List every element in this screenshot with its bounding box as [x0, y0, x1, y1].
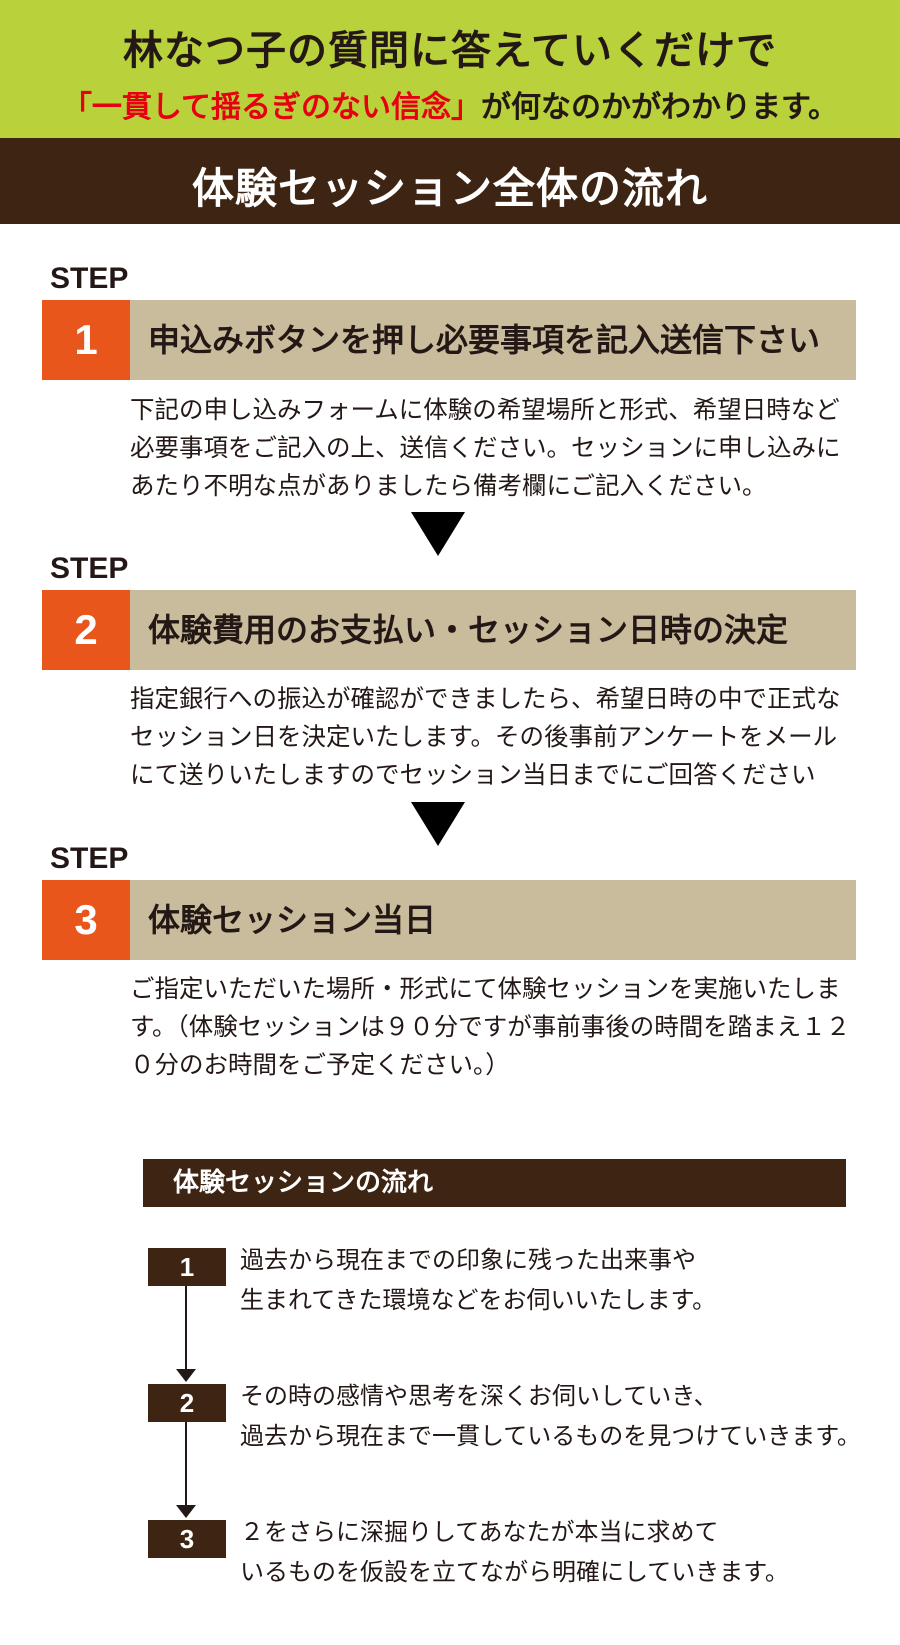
flow-step-text-2: その時の感情や思考を深くお伺いしていき、 過去から現在まで一貫しているものを見つ…: [240, 1376, 861, 1456]
flow-step-number-1: 1: [148, 1248, 226, 1286]
arrow-down-icon: [176, 1369, 196, 1382]
flow-step-text-3: ２をさらに深掘りしてあなたが本当に求めて いるものを仮設を立てながら明確にしてい…: [240, 1512, 860, 1592]
subheadline-emphasis: 「一貫して揺るぎのない信念」: [61, 90, 482, 125]
step-header-2: 体験費用のお支払い・セッション日時の決定: [130, 590, 856, 670]
step-header-1: 申込みボタンを押し必要事項を記入送信下さい: [130, 300, 856, 380]
step-number-1: 1: [42, 300, 130, 380]
step-description-1: 下記の申し込みフォームに体験の希望場所と形式、希望日時など必要事項をご記入の上、…: [130, 395, 841, 500]
down-arrow-icon: [411, 512, 465, 556]
step-header-3: 体験セッション当日: [130, 880, 856, 960]
session-flow-header: 体験セッションの流れ: [143, 1159, 846, 1207]
step-number-2: 2: [42, 590, 130, 670]
step-description-2: 指定銀行への振込が確認ができましたら、希望日時の中で正式なセッション日を決定いた…: [130, 684, 841, 789]
down-arrow-icon: [411, 802, 465, 846]
flow-step-line: その時の感情や思考を深くお伺いしていき、: [240, 1382, 718, 1410]
flow-step-line: いるものを仮設を立てながら明確にしていきます。: [240, 1558, 789, 1586]
session-flow-title: 体験セッションの流れ: [173, 1168, 434, 1198]
section-title: 体験セッション全体の流れ: [191, 164, 708, 213]
step-description-3: ご指定いただいた場所・形式にて体験セッションを実施いたします。（体験セッションは…: [130, 974, 851, 1079]
section-title-bar: 体験セッション全体の流れ: [0, 138, 900, 224]
flow-step-text-1: 過去から現在までの印象に残った出来事や 生まれてきた環境などをお伺いいたします。: [240, 1240, 860, 1320]
subheadline: 「一貫して揺るぎのない信念」が何なのかがわかります。: [0, 82, 900, 126]
flow-step-number-2: 2: [148, 1384, 226, 1422]
top-banner: 林なつ子の質問に答えていくだけで 「一貫して揺るぎのない信念」が何なのかがわかり…: [0, 0, 900, 138]
flow-step-line: 過去から現在までの印象に残った出来事や: [240, 1246, 696, 1274]
step-title-1: 申込みボタンを押し必要事項を記入送信下さい: [148, 321, 821, 359]
arrow-down-icon: [176, 1505, 196, 1518]
step-title-3: 体験セッション当日: [148, 901, 437, 939]
step-label-1: STEP: [50, 262, 129, 295]
subheadline-rest: が何なのかがわかります。: [481, 90, 839, 125]
flow-connector: [185, 1422, 187, 1506]
step-label-3: STEP: [50, 842, 129, 875]
step-title-2: 体験費用のお支払い・セッション日時の決定: [148, 611, 789, 649]
flow-step-line: ２をさらに深掘りしてあなたが本当に求めて: [240, 1518, 719, 1546]
flow-step-number-3: 3: [148, 1520, 226, 1558]
headline: 林なつ子の質問に答えていくだけで: [123, 28, 777, 74]
flow-connector: [185, 1286, 187, 1370]
step-number-3: 3: [42, 880, 130, 960]
step-label-2: STEP: [50, 552, 129, 585]
flow-step-line: 過去から現在まで一貫しているものを見つけていきます。: [240, 1422, 861, 1450]
flow-step-line: 生まれてきた環境などをお伺いいたします。: [240, 1286, 717, 1314]
